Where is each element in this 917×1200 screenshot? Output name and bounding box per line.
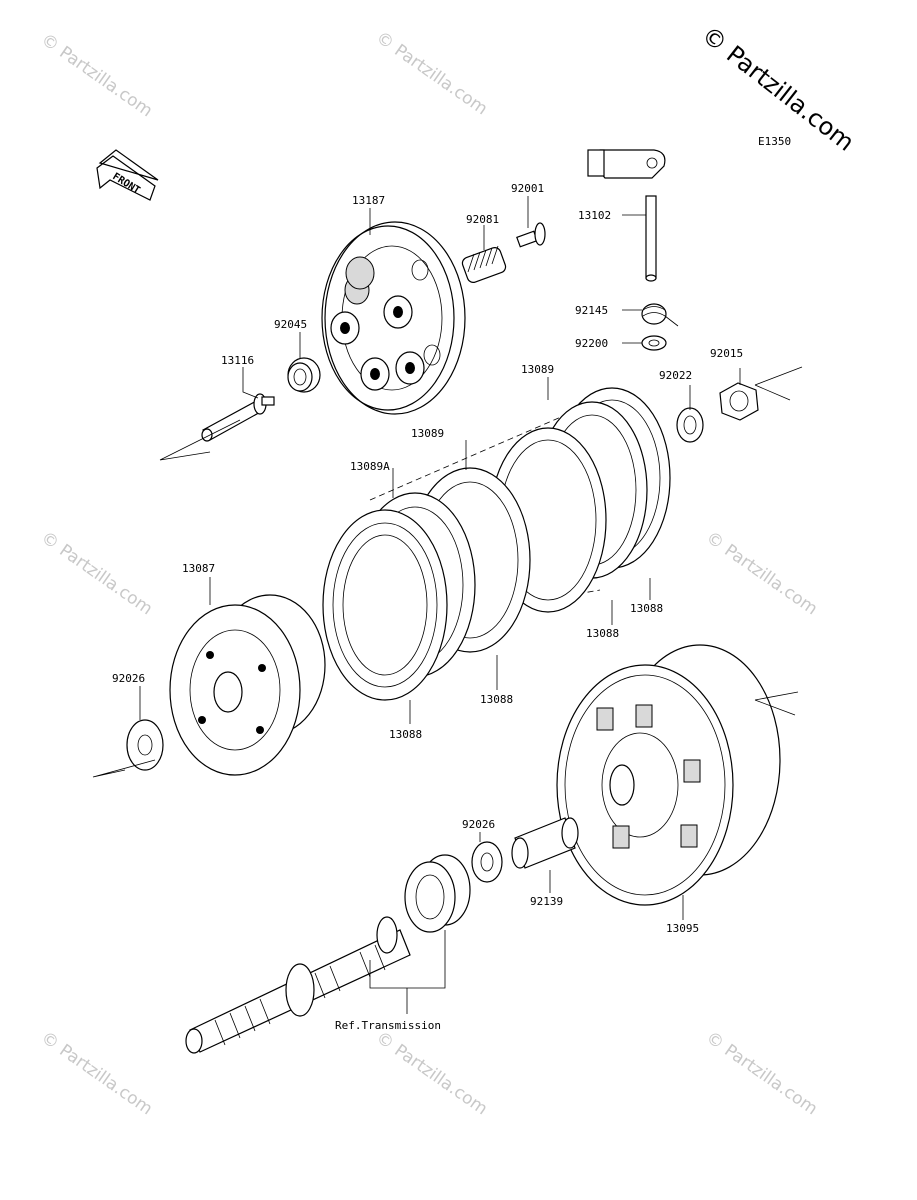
washer-92022: [676, 407, 704, 443]
clutch-spring: [461, 245, 507, 283]
sleeve-92139: [511, 817, 579, 869]
part-label-13088: 13088: [389, 728, 422, 741]
clutch-housing: [556, 644, 781, 906]
part-label-92001: 92001: [511, 182, 544, 195]
watermark: © Partzilla.com: [372, 28, 491, 120]
part-label-92145: 92145: [575, 304, 608, 317]
part-label-92045: 92045: [274, 318, 307, 331]
watermark: © Partzilla.com: [37, 528, 156, 620]
pressure-plate: [321, 221, 466, 415]
leader-lines: [92, 196, 803, 1014]
part-label-13088: 13088: [586, 627, 619, 640]
part-label-92022: 92022: [659, 369, 692, 382]
part-label-13089A: 13089A: [350, 460, 390, 473]
spring-bolt: [516, 222, 546, 248]
watermark: © Partzilla.com: [372, 1028, 491, 1120]
part-label-92081: 92081: [466, 213, 499, 226]
washer-92026-mid: [471, 841, 503, 883]
part-label-13187: 13187: [352, 194, 385, 207]
clutch-nut: [719, 382, 759, 421]
part-labels: 13187 92081 92001 13102 92145 92200 9204…: [112, 182, 743, 1032]
washer-92026-left: [126, 719, 164, 771]
diagram-code: E1350: [758, 135, 791, 148]
part-label-92026: 92026: [462, 818, 495, 831]
part-label-92026: 92026: [112, 672, 145, 685]
part-label-13095: 13095: [666, 922, 699, 935]
part-label-13087: 13087: [182, 562, 215, 575]
part-label-92200: 92200: [575, 337, 608, 350]
part-label-13089: 13089: [521, 363, 554, 376]
transmission-bearing: [404, 854, 471, 933]
part-label-13088: 13088: [480, 693, 513, 706]
washer-92200: [641, 335, 667, 351]
part-label-92139: 92139: [530, 895, 563, 908]
part-label-92015: 92015: [710, 347, 743, 360]
watermark: © Partzilla.com: [37, 30, 156, 122]
clutch-hub: [169, 594, 326, 776]
part-label-13088: 13088: [630, 602, 663, 615]
return-spring: [641, 303, 679, 327]
watermark: © Partzilla.com: [702, 528, 821, 620]
watermark: © Partzilla.com: [37, 1028, 156, 1120]
front-arrow-icon: FRONT: [96, 149, 159, 201]
transmission-main-shaft: [185, 916, 411, 1054]
push-rod: [201, 393, 275, 442]
part-label-13116: 13116: [221, 354, 254, 367]
release-shaft: [587, 149, 666, 282]
part-label-13102: 13102: [578, 209, 611, 222]
watermark: © Partzilla.com: [702, 1028, 821, 1120]
clutch-plates-stack: [322, 387, 671, 701]
ref-transmission-label: Ref.Transmission: [335, 1019, 441, 1032]
part-label-13089: 13089: [411, 427, 444, 440]
bearing-92045: [287, 357, 321, 393]
